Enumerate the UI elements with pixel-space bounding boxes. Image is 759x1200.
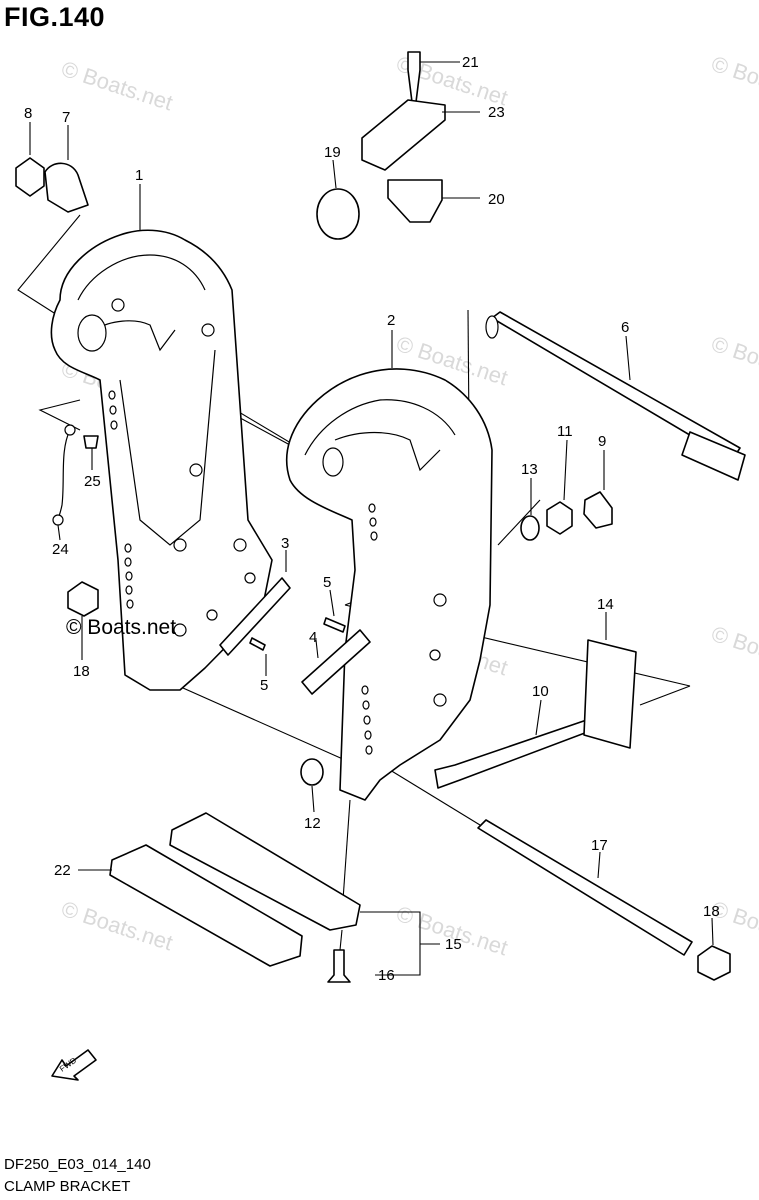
plate-4 xyxy=(301,629,371,695)
watermark: © Boats.net xyxy=(708,331,759,390)
callout-leaders xyxy=(29,61,714,976)
watermark: © Boats.net xyxy=(58,896,175,955)
bolt-21 xyxy=(407,51,421,103)
callout-1: 1 xyxy=(135,167,143,184)
callout-9: 9 xyxy=(598,433,606,450)
callout-10: 10 xyxy=(532,683,549,700)
clamp-bracket-2 xyxy=(285,368,493,801)
watermark: © Boats.net xyxy=(58,56,175,115)
callout-18-left: 18 xyxy=(73,663,90,680)
diagram-code: DF250_E03_014_140 xyxy=(4,1156,151,1173)
callout-25: 25 xyxy=(84,473,101,490)
callout-7: 7 xyxy=(62,109,70,126)
clamp-bracket-1 xyxy=(50,229,273,691)
callout-numbers: 1 2 3 4 5 5 6 7 8 9 10 11 12 13 14 15 16… xyxy=(24,54,720,984)
callout-17: 17 xyxy=(591,837,608,854)
nut-11 xyxy=(546,501,573,535)
nut-8 xyxy=(15,157,45,197)
washer-12 xyxy=(300,758,324,786)
nut-18-left xyxy=(67,581,99,617)
grommet-19 xyxy=(316,188,360,240)
fwd-arrow-icon: FWD xyxy=(51,1049,97,1081)
callout-22: 22 xyxy=(54,862,71,879)
callout-23: 23 xyxy=(488,104,505,121)
figure-title: FIG.140 xyxy=(4,2,106,32)
callout-5-upper: 5 xyxy=(323,574,331,591)
callout-15: 15 xyxy=(445,936,462,953)
bolt-16 xyxy=(327,949,351,983)
callout-2: 2 xyxy=(387,312,395,329)
copyright-notice: © Boats.net xyxy=(66,616,177,639)
callout-4: 4 xyxy=(309,629,317,646)
callout-13: 13 xyxy=(521,461,538,478)
plate-14 xyxy=(583,639,637,749)
callout-14: 14 xyxy=(597,596,614,613)
callout-6: 6 xyxy=(621,319,629,336)
shaft-6 xyxy=(485,311,746,481)
callout-12: 12 xyxy=(304,815,321,832)
callout-3: 3 xyxy=(281,535,289,552)
rod-17 xyxy=(477,819,693,956)
bushing-7 xyxy=(44,162,89,213)
nut-18-right xyxy=(697,945,731,981)
plate-3 xyxy=(219,577,291,656)
callout-5-lower: 5 xyxy=(260,677,268,694)
bracket-20 xyxy=(387,179,443,223)
callout-11: 11 xyxy=(557,423,573,440)
watermark: © Boats.net xyxy=(708,621,759,680)
callout-18-right: 18 xyxy=(703,903,720,920)
ground-wire-24 xyxy=(57,429,71,521)
collar-9 xyxy=(583,491,613,529)
plate-22 xyxy=(109,844,303,967)
diagram-name: CLAMP BRACKET xyxy=(4,1178,131,1195)
callout-19: 19 xyxy=(324,144,341,161)
bolt-5-upper xyxy=(323,617,346,633)
bolt-5-lower xyxy=(249,637,266,651)
callout-8: 8 xyxy=(24,105,32,122)
washer-13 xyxy=(520,515,540,541)
cover-23 xyxy=(361,99,446,171)
screw-25 xyxy=(83,435,99,449)
plate-15 xyxy=(169,812,361,931)
callout-21: 21 xyxy=(462,54,479,71)
callout-20: 20 xyxy=(488,191,505,208)
watermark: © Boats.net xyxy=(708,51,759,110)
callout-16: 16 xyxy=(378,967,395,984)
callout-24: 24 xyxy=(52,541,69,558)
